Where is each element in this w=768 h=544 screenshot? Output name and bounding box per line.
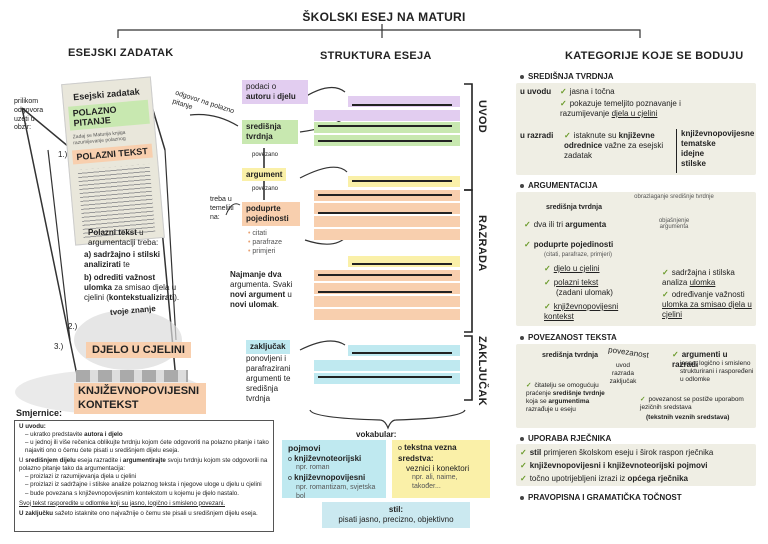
label-zakljucak: ZAKLJUČAK	[476, 336, 488, 406]
pojmovi-box: pojmovi o književnoteorijski npr. roman …	[282, 440, 386, 500]
podaci-box: podaci o autoru i djelu	[242, 80, 308, 104]
paper-small-text: Zadaj se Maturija knjiga razumijevanje p…	[72, 129, 126, 147]
paper-polazno-pitanje: POLAZNO PITANJE	[68, 99, 150, 131]
label-razrada: RAZRADA	[476, 215, 488, 272]
sredisnja-tvrdnja-box: središnja tvrdnja	[242, 120, 298, 144]
panel-povezanost: središnja tvrdnja povezanost uvod razrad…	[516, 344, 756, 428]
argument-box: argument	[242, 168, 287, 181]
note-prilikom-odgovora: prilikom odgovora uzeti u obzir:	[14, 98, 44, 132]
num-1: 1.)	[58, 150, 68, 159]
pojedinosti-list: • citati • parafraze • primjeri	[248, 230, 282, 255]
zakljucak-text: ponovljeni i parafrazirani argumenti te …	[246, 354, 291, 403]
panel-rjecnik: ✓stil primjeren školskom eseju i širok r…	[516, 444, 756, 486]
header-kategorije: KATEGORIJE KOJE SE BODUJU	[565, 50, 744, 62]
sec-rjecnik-heading: UPORABA RJEČNIKA	[520, 434, 611, 444]
polazni-tekst-note: Polazni tekst u argumentaciji treba:	[88, 228, 159, 247]
num-3: 3.)	[54, 342, 64, 351]
temelji-label: treba u temeljiti na:	[210, 196, 234, 221]
sec-argumentacija-heading: ARGUMENTACIJA	[520, 181, 598, 191]
odrednice-list: književnopovijesne tematske idejne stils…	[676, 129, 754, 173]
vokabular-label: vokabular:	[356, 430, 397, 439]
timeline-arrows	[76, 370, 188, 382]
exam-paper: Esejski zadatak POLAZNO PITANJE Zadaj se…	[61, 76, 165, 246]
djelo-u-cjelini: DJELO U CJELINI	[86, 342, 191, 358]
smjernice-box: U uvodu: – ukratko predstavite autora i …	[14, 420, 274, 532]
header-esejski-zadatak: ESEJSKI ZADATAK	[68, 47, 174, 59]
stil-box: stil: pisati jasno, precizno, objektivno	[322, 502, 470, 528]
povezano-1: povezano	[252, 152, 279, 158]
poduprte-box: poduprte pojedinosti	[242, 202, 300, 226]
sec-sredisnja-heading: SREDIŠNJA TVRDNJA	[520, 72, 614, 82]
label-uvod: UVOD	[476, 100, 488, 133]
povezano-2: povezano	[252, 186, 279, 192]
knjizevnopovijesni-kontekst: KNJIŽEVNOPOVIJESNI KONTEKST	[74, 383, 206, 414]
num-2: 2.)	[68, 322, 78, 331]
point-b: b) odrediti važnost ulomka za smisao dje…	[84, 273, 180, 302]
header-struktura-eseja: STRUKTURA ESEJA	[320, 50, 432, 62]
point-a: a) sadržajno i stilski analizirati te	[84, 250, 161, 269]
tekstna-box: o tekstna vezna sredstva: veznici i kone…	[392, 440, 490, 498]
panel-argumentacija: obrazlaganje središnje tvrdnje središnja…	[516, 192, 756, 326]
panel-sredisnja: u uvodu ✓jasna i točna ✓pokazuje temelji…	[516, 83, 756, 175]
sec-povezanost-heading: POVEZANOST TEKSTA	[520, 333, 617, 343]
paper-polazni-tekst: POLAZNI TEKST	[71, 143, 153, 165]
najmanje-note: Najmanje dva argumenta. Svaki novi argum…	[230, 270, 293, 309]
sec-pravopis-heading: PRAVOPISNA I GRAMATIČKA TOČNOST	[520, 493, 682, 503]
page-title: ŠKOLSKI ESEJ NA MATURI	[302, 10, 466, 24]
smjernice-title: Smjernice:	[16, 408, 63, 418]
zakljucak-box: zaključak	[246, 340, 290, 354]
